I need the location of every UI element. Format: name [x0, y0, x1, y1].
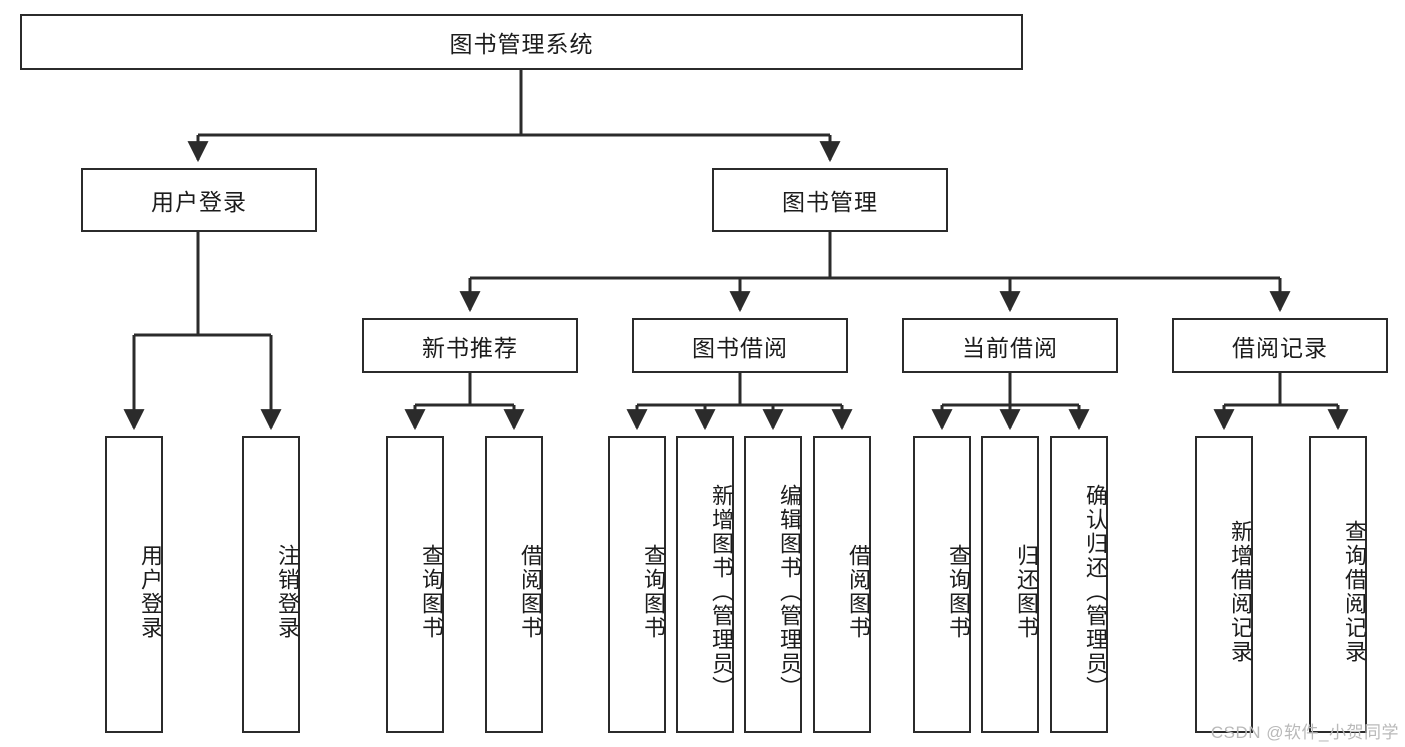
- leaf-query-book-2-label: 查询图书: [641, 543, 666, 640]
- leaf-borrow-book-1[interactable]: 借阅图书: [485, 436, 543, 733]
- node-borrow-record[interactable]: 借阅记录: [1172, 318, 1388, 373]
- node-borrow-record-label: 借阅记录: [1232, 334, 1328, 361]
- leaf-logout-label: 注销登录: [275, 543, 300, 640]
- node-book-management-label: 图书管理: [782, 189, 878, 215]
- node-root-label: 图书管理系统: [449, 31, 594, 57]
- node-user-login[interactable]: 用户登录: [81, 168, 317, 232]
- leaf-borrow-book-2-label: 借阅图书: [846, 543, 871, 640]
- leaf-query-record[interactable]: 查询借阅记录: [1309, 436, 1367, 733]
- leaf-query-book-3-label: 查询图书: [946, 543, 971, 640]
- leaf-edit-book-label: 编辑图书（管理员）: [777, 483, 802, 700]
- leaf-user-login-label: 用户登录: [138, 543, 163, 640]
- node-book-borrow-label: 图书借阅: [692, 334, 788, 361]
- node-new-book-recommend[interactable]: 新书推荐: [362, 318, 578, 373]
- node-current-borrow[interactable]: 当前借阅: [902, 318, 1118, 373]
- leaf-query-record-label: 查询借阅记录: [1342, 519, 1367, 664]
- node-root[interactable]: 图书管理系统: [20, 14, 1023, 70]
- node-user-login-label: 用户登录: [151, 189, 247, 215]
- leaf-add-record[interactable]: 新增借阅记录: [1195, 436, 1253, 733]
- leaf-confirm-return-label: 确认归还（管理员）: [1083, 483, 1108, 700]
- leaf-edit-book[interactable]: 编辑图书（管理员）: [744, 436, 802, 733]
- leaf-query-book-1-label: 查询图书: [419, 543, 444, 640]
- node-book-borrow[interactable]: 图书借阅: [632, 318, 848, 373]
- leaf-add-book-label: 新增图书（管理员）: [709, 483, 734, 700]
- leaf-confirm-return[interactable]: 确认归还（管理员）: [1050, 436, 1108, 733]
- leaf-return-book-label: 归还图书: [1014, 543, 1039, 640]
- leaf-query-book-3[interactable]: 查询图书: [913, 436, 971, 733]
- leaf-logout[interactable]: 注销登录: [242, 436, 300, 733]
- leaf-return-book[interactable]: 归还图书: [981, 436, 1039, 733]
- csdn-watermark: CSDN @软件_小贺同学: [1210, 723, 1399, 742]
- leaf-borrow-book-1-label: 借阅图书: [518, 543, 543, 640]
- leaf-add-book[interactable]: 新增图书（管理员）: [676, 436, 734, 733]
- node-current-borrow-label: 当前借阅: [962, 334, 1058, 361]
- leaf-borrow-book-2[interactable]: 借阅图书: [813, 436, 871, 733]
- node-book-management[interactable]: 图书管理: [712, 168, 948, 232]
- leaf-query-book-2[interactable]: 查询图书: [608, 436, 666, 733]
- leaf-query-book-1[interactable]: 查询图书: [386, 436, 444, 733]
- leaf-add-record-label: 新增借阅记录: [1228, 519, 1253, 664]
- node-new-book-recommend-label: 新书推荐: [422, 334, 518, 361]
- leaf-user-login[interactable]: 用户登录: [105, 436, 163, 733]
